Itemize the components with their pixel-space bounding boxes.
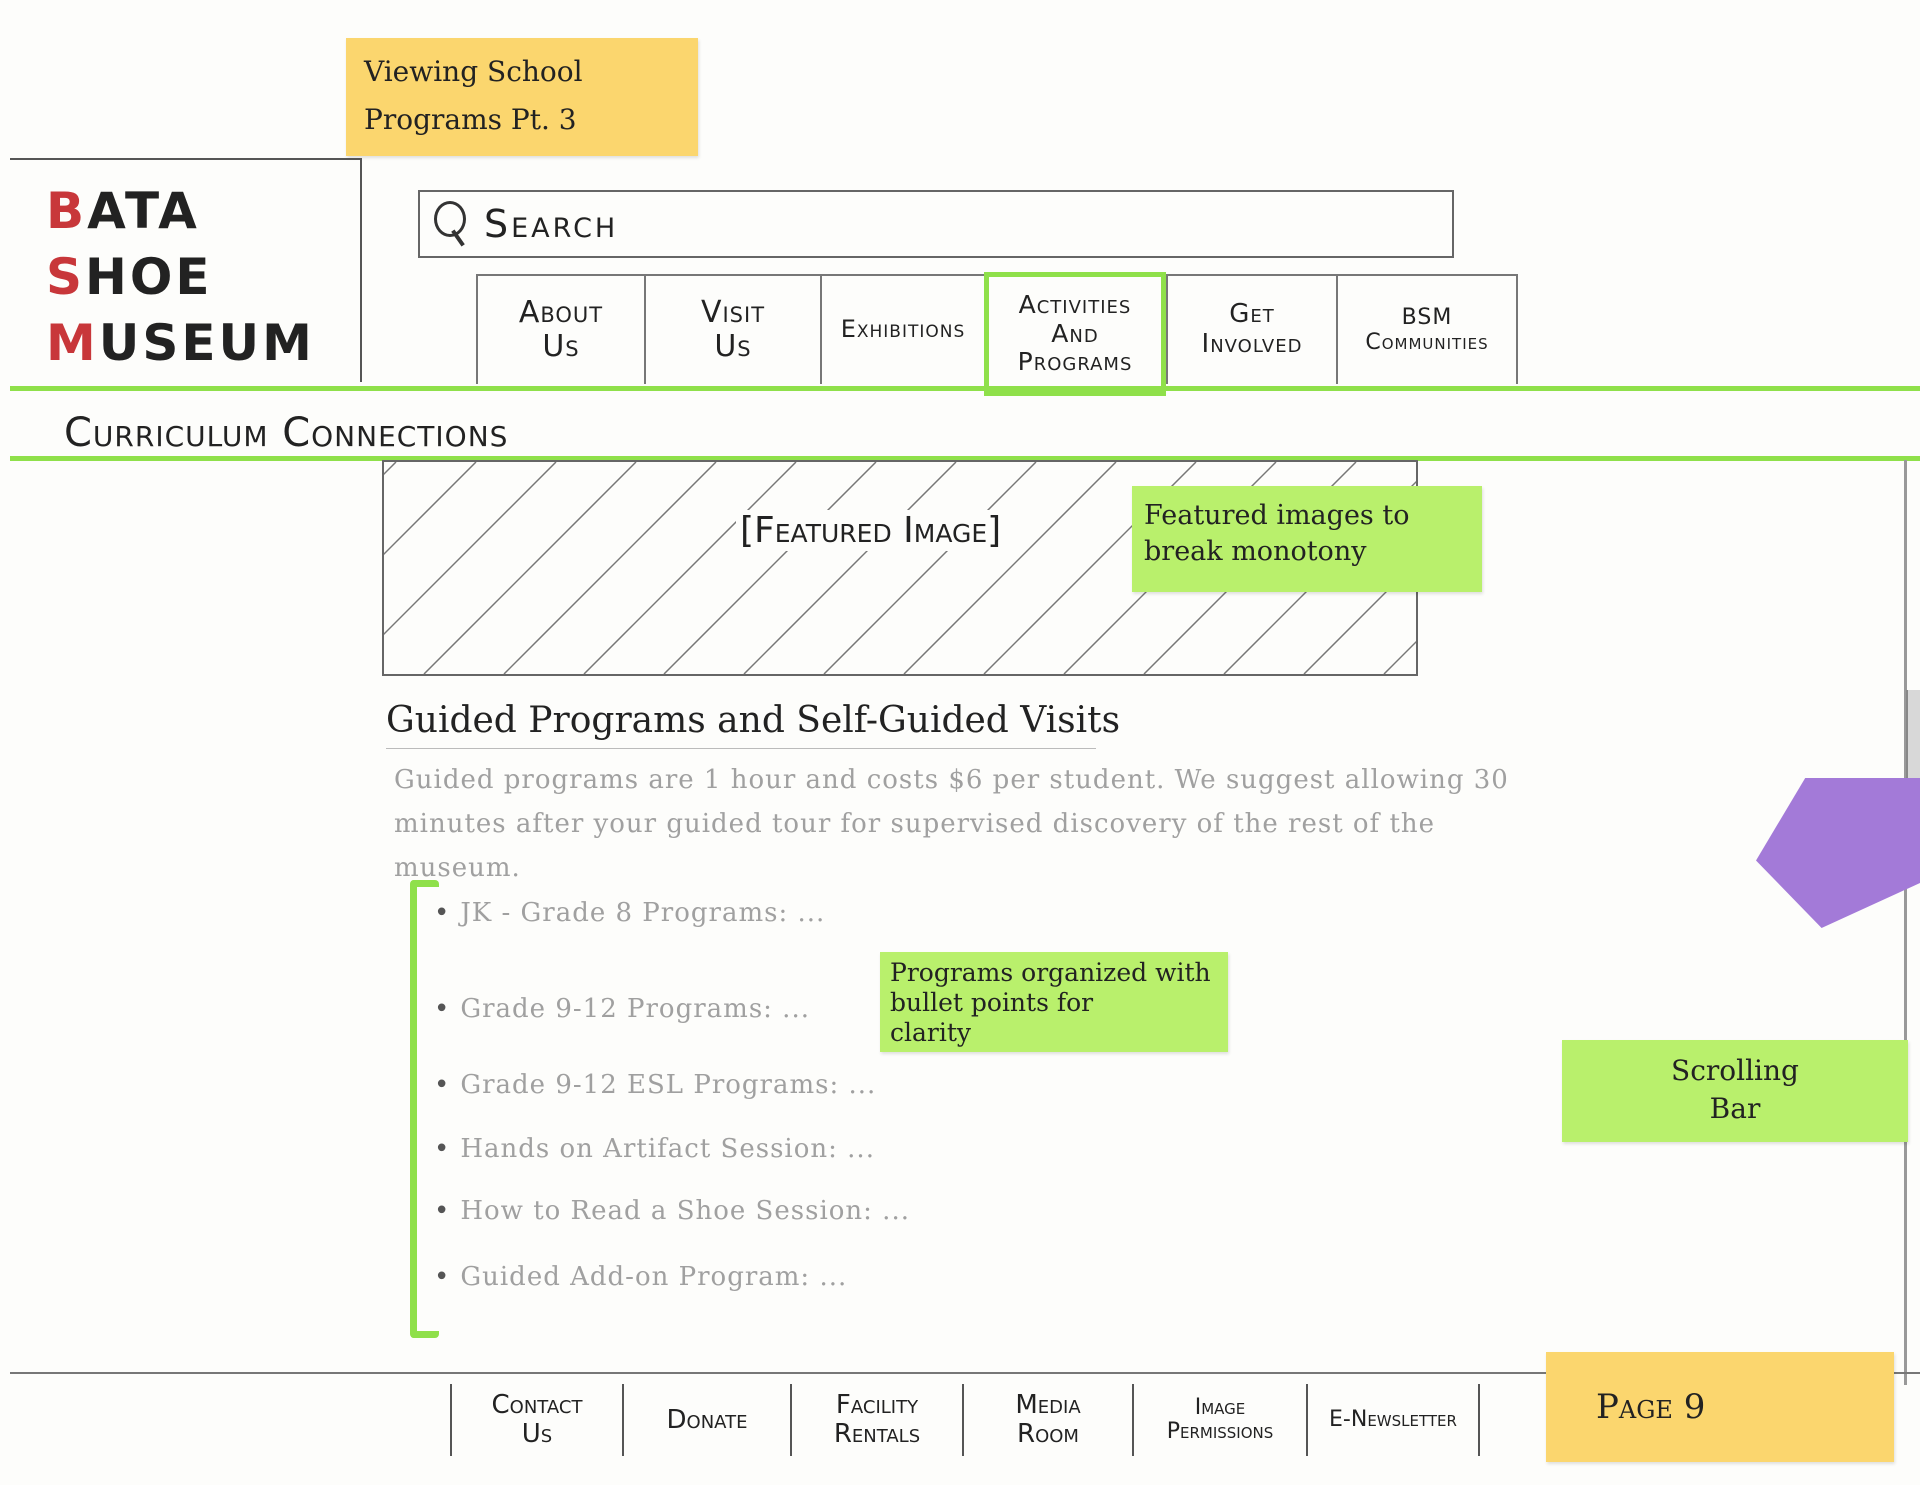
nav-label: Get Involved — [1201, 299, 1303, 359]
footer-label: Image Permissions — [1166, 1394, 1274, 1444]
footer-facility-rentals[interactable]: Facility Rentals — [790, 1384, 962, 1456]
logo-rest: HOE — [85, 248, 213, 306]
nav-label: Exhibitions — [840, 315, 966, 344]
featured-image-label: [Featured Image] — [736, 510, 1006, 551]
nav-get-involved[interactable]: Get Involved — [1166, 274, 1336, 384]
logo[interactable]: BATA SHOE MUSEUM — [10, 158, 362, 382]
program-item-read-a-shoe[interactable]: How to Read a Shoe Session: ... — [434, 1196, 910, 1226]
nav-exhibitions[interactable]: Exhibitions — [820, 274, 984, 384]
footer-label: Donate — [666, 1404, 748, 1435]
program-item-label: Grade 9-12 Programs: ... — [460, 994, 810, 1024]
section-body: Guided programs are 1 hour and costs $6 … — [394, 765, 1509, 883]
logo-line-1: BATA — [46, 182, 200, 240]
nav-bsm-communities[interactable]: BSM Communities — [1336, 274, 1518, 384]
program-item-hands-on-artifact[interactable]: Hands on Artifact Session: ... — [434, 1134, 875, 1164]
search-icon — [430, 199, 476, 249]
program-item-guided-add-on[interactable]: Guided Add-on Program: ... — [434, 1262, 847, 1292]
main-nav: About Us Visit Us Exhibitions Activities… — [476, 272, 1518, 396]
logo-initial: S — [46, 248, 86, 306]
search-placeholder: Search — [484, 202, 619, 246]
logo-line-2: SHOE — [46, 248, 213, 306]
scroll-indicator-flag — [1756, 778, 1920, 928]
logo-rest: ATA — [87, 182, 200, 240]
logo-initial: B — [46, 182, 88, 240]
subheader-divider — [10, 456, 1920, 461]
program-item-label: Guided Add-on Program: ... — [460, 1262, 848, 1292]
program-item-jk-grade-8[interactable]: JK - Grade 8 Programs: ... — [434, 898, 825, 928]
section-title: Guided Programs and Self-Guided Visits — [386, 700, 1121, 741]
bullet-bracket — [410, 880, 439, 1338]
nav-visit-us[interactable]: Visit Us — [644, 274, 820, 384]
logo-line-3: MUSEUM — [46, 314, 315, 372]
footer-e-newsletter[interactable]: E-Newsletter — [1306, 1384, 1480, 1456]
page-title: Curriculum Connections — [64, 410, 509, 456]
nav-activities-and-programs[interactable]: Activities And Programs — [984, 272, 1166, 396]
nav-label: Visit Us — [700, 294, 766, 364]
nav-label: Activities And Programs — [1017, 289, 1133, 377]
scrollbar-track[interactable] — [1904, 460, 1907, 1385]
nav-divider — [10, 386, 1920, 391]
search-input[interactable]: Search — [418, 190, 1454, 258]
nav-about-us[interactable]: About Us — [476, 274, 644, 384]
program-item-grade-9-12[interactable]: Grade 9-12 Programs: ... — [434, 994, 810, 1024]
footer-image-permissions[interactable]: Image Permissions — [1132, 1384, 1306, 1456]
program-item-label: Grade 9-12 ESL Programs: ... — [460, 1070, 877, 1100]
footer-label: E-Newsletter — [1329, 1406, 1457, 1432]
footer-label: Media Room — [1015, 1390, 1081, 1449]
page-label-note: Viewing School Programs Pt. 3 — [346, 38, 698, 156]
program-item-grade-9-12-esl[interactable]: Grade 9-12 ESL Programs: ... — [434, 1070, 876, 1100]
footer-donate[interactable]: Donate — [622, 1384, 790, 1456]
note-scrolling-bar: Scrolling Bar — [1562, 1040, 1908, 1142]
program-item-label: Hands on Artifact Session: ... — [460, 1134, 875, 1164]
footer-divider — [10, 1372, 1920, 1374]
nav-label: BSM Communities — [1365, 304, 1489, 355]
logo-initial: M — [46, 314, 99, 372]
footer-contact-us[interactable]: Contact Us — [450, 1384, 622, 1456]
page-number-note: Page 9 — [1546, 1352, 1894, 1462]
logo-rest: USEUM — [98, 314, 315, 372]
nav-label: About Us — [518, 294, 604, 364]
note-bullet-points: Programs organized with bullet points fo… — [880, 952, 1228, 1052]
note-featured-images: Featured images to break monotony — [1132, 486, 1482, 592]
footer-label: Facility Rentals — [833, 1390, 921, 1449]
section-title-underline — [386, 748, 1096, 749]
footer-media-room[interactable]: Media Room — [962, 1384, 1132, 1456]
program-item-label: JK - Grade 8 Programs: ... — [460, 898, 826, 928]
program-item-label: How to Read a Shoe Session: ... — [460, 1196, 910, 1226]
footer-nav: Contact Us Donate Facility Rentals Media… — [450, 1384, 1480, 1456]
footer-label: Contact Us — [491, 1390, 583, 1449]
